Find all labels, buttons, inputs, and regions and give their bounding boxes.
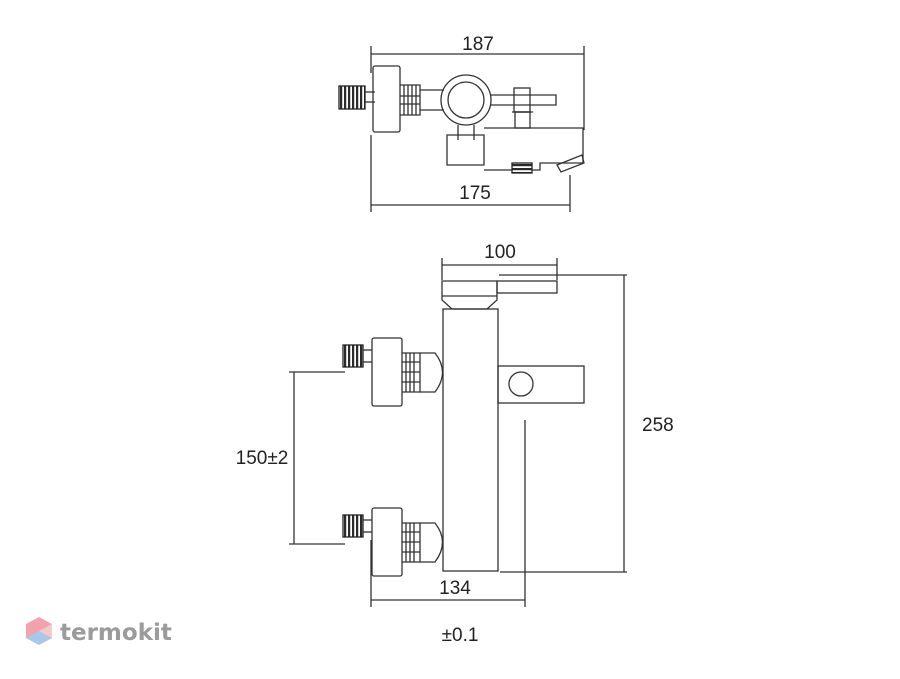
dim-center-distance: 150±2 [236, 448, 289, 469]
top-view [338, 46, 585, 212]
dim-top-width: 187 [462, 34, 494, 55]
dim-handle-width: 100 [484, 242, 516, 263]
dim-top-depth: 175 [459, 183, 491, 204]
front-view [289, 258, 627, 607]
dim-projection: 134 [439, 578, 471, 599]
dim-tolerance: ±0.1 [442, 625, 479, 646]
logo-text: termokit [60, 620, 172, 646]
dim-height: 258 [642, 415, 674, 436]
termokit-logo: termokit [26, 617, 172, 646]
